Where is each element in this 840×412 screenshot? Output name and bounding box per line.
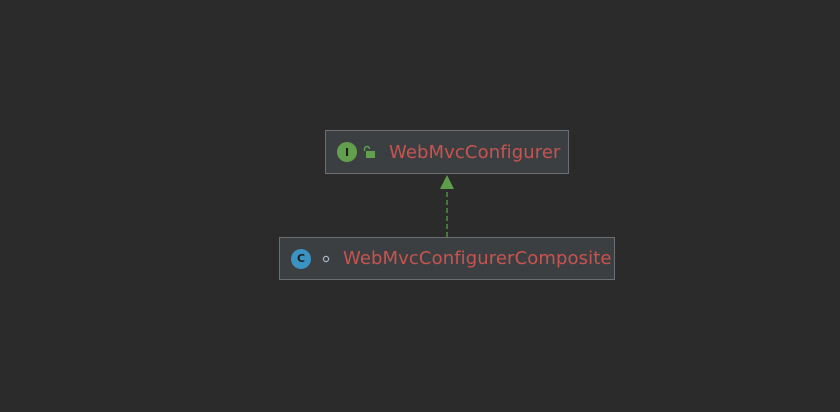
interface-badge-icon: I xyxy=(337,142,357,162)
unlocked-padlock-icon xyxy=(362,145,376,159)
class-node[interactable]: C WebMvcConfigurerComposite xyxy=(279,237,615,280)
edge-arrowhead xyxy=(440,175,454,189)
class-name: WebMvcConfigurerComposite xyxy=(343,248,612,269)
class-badge-icon: C xyxy=(291,248,311,269)
package-private-circle-icon xyxy=(322,255,330,263)
interface-node[interactable]: I WebMvcConfigurer xyxy=(325,130,569,174)
interface-name: WebMvcConfigurer xyxy=(389,141,561,163)
